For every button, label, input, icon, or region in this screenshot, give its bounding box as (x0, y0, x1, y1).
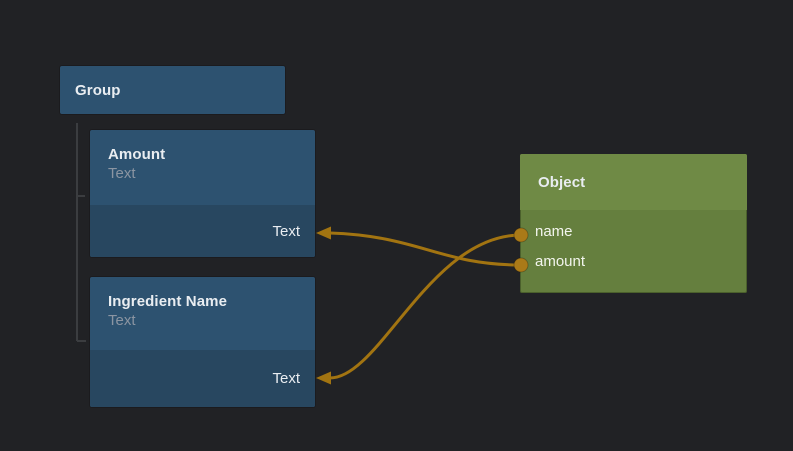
amount-node-input-label: Text (272, 222, 300, 240)
wire-amount-arrowhead-icon (316, 226, 331, 240)
object-field-amount[interactable]: amount (520, 246, 747, 276)
object-name-port[interactable] (513, 227, 529, 243)
object-field-name[interactable]: name (520, 216, 747, 246)
ingredient-name-node-type-label: Text (108, 312, 136, 329)
wire-amount-to-amount-input[interactable] (316, 226, 523, 267)
ingredient-name-node[interactable]: Ingredient Name Text Text (90, 277, 315, 407)
object-field-amount-label: amount (535, 252, 586, 270)
object-node-title: Object (538, 173, 586, 191)
object-node-body: name amount (520, 210, 747, 276)
object-amount-port[interactable] (513, 257, 529, 273)
wire-name-path[interactable] (328, 233, 523, 380)
object-node-header: Object (520, 154, 747, 210)
group-tree-connector (76, 123, 86, 342)
object-field-name-label: name (535, 222, 573, 240)
wire-name-to-ingredient-input[interactable] (316, 233, 523, 385)
wire-name-arrowhead-icon (316, 371, 331, 385)
group-node[interactable]: Group (60, 66, 285, 114)
amount-node-type-label: Text (108, 165, 136, 182)
ingredient-name-node-input-label: Text (272, 370, 300, 387)
wire-amount-path[interactable] (328, 231, 523, 267)
amount-node[interactable]: Amount Text Text (90, 130, 315, 257)
ingredient-name-node-title: Ingredient Name (108, 293, 228, 310)
ingredient-name-node-input-row[interactable]: Text (90, 350, 315, 407)
ingredient-name-node-header: Ingredient Name Text (90, 277, 315, 329)
object-node[interactable]: Object name amount (520, 154, 747, 293)
amount-node-input-row[interactable]: Text (90, 205, 315, 257)
group-node-title: Group (75, 81, 121, 99)
amount-node-title: Amount (108, 146, 166, 163)
amount-node-header: Amount Text (90, 130, 315, 182)
